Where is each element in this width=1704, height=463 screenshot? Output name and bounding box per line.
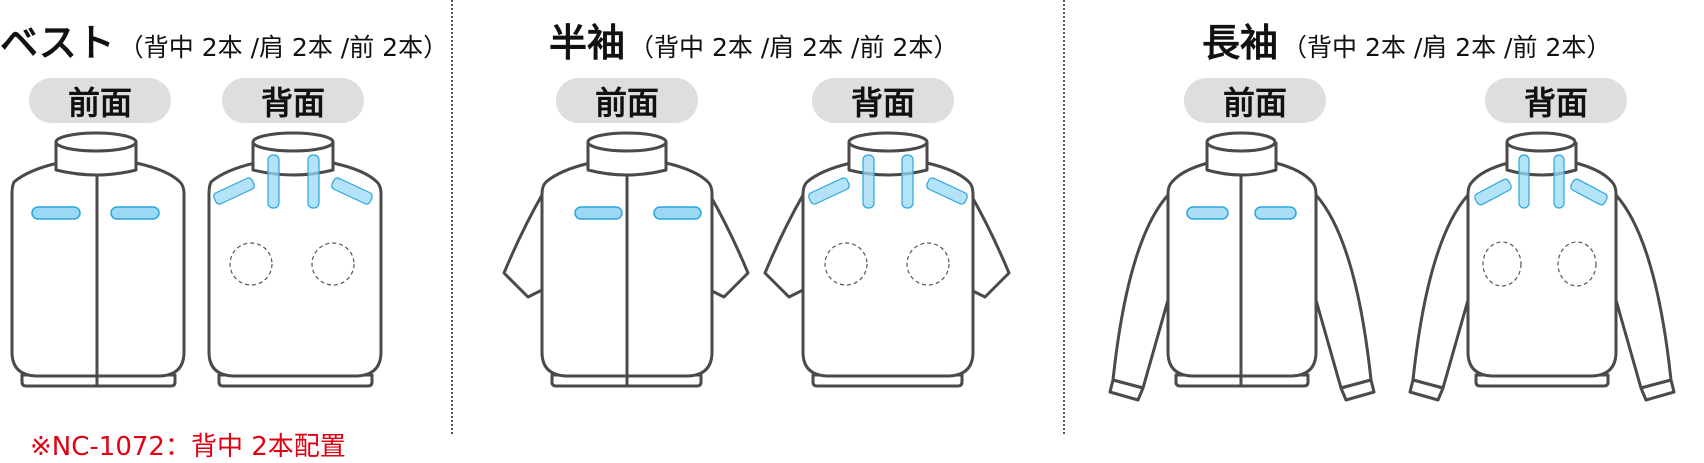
left-cuff [1408,378,1445,402]
section-title: 半袖 （背中 2本 /肩 2本 /前 2本） [549,12,958,67]
left-sleeve [763,194,805,299]
section-title: 長袖 （背中 2本 /肩 2本 /前 2本） [1202,12,1611,67]
vertical-cooling-tube-icon [1553,154,1565,209]
vest-back-illustration [207,131,383,388]
cooling-pad-icon [574,206,623,220]
angled-cooling-pad-icon [1474,178,1512,206]
dashed-fan-circle-icon [1557,241,1597,287]
front-label-pill: 前面 [1184,78,1326,123]
dashed-fan-circle-icon [311,242,355,286]
collar-top [54,131,138,153]
angled-cooling-pad-icon [808,177,850,205]
section-vest: ベスト （背中 2本 /肩 2本 /前 2本） 前面 背面 [0,0,450,462]
short-sleeve-front-illustration [502,131,750,388]
vertical-cooling-tube-icon [901,154,914,209]
vest-front-illustration [10,131,186,388]
right-sleeve [1614,194,1673,390]
angled-cooling-pad-icon [1570,178,1608,206]
title-subtitle: （背中 2本 /肩 2本 /前 2本） [629,33,959,62]
right-sleeve [969,194,1011,299]
section-divider [1063,0,1065,434]
left-sleeve [1111,194,1170,390]
collar-top [251,131,335,153]
back-label-pill: 背面 [1485,78,1627,123]
vertical-cooling-tube-icon [1518,154,1530,209]
jacket-body [1466,161,1618,378]
title-main: 半袖 [549,21,626,65]
collar-top [847,131,929,153]
short-sleeve-back-illustration [763,131,1011,388]
right-cuff [1639,378,1676,402]
angled-cooling-pad-icon [213,177,255,205]
front-label-pill: 前面 [29,78,171,123]
hem-band [811,373,964,388]
left-sleeve [1411,194,1470,390]
dashed-fan-circle-icon [824,242,868,286]
collar-top [1205,131,1277,153]
title-main: ベスト [0,21,115,65]
collar-top [586,131,668,153]
vertical-cooling-tube-icon [862,154,875,209]
cooling-pad-icon [1254,206,1297,220]
front-label-pill: 前面 [556,78,698,123]
model-note: ※NC-1072：背中 2本配置 [30,432,346,462]
vertical-cooling-tube-icon [267,154,280,209]
cooling-pad-icon [653,206,702,220]
angled-cooling-pad-icon [331,177,373,205]
dashed-fan-circle-icon [906,242,950,286]
cooling-pad-icon [1186,206,1229,220]
hem-band [1474,373,1610,388]
dashed-fan-circle-icon [1482,241,1522,287]
collar-top [1505,131,1577,153]
long-sleeve-front-illustration [1108,131,1376,402]
vertical-cooling-tube-icon [307,154,320,209]
cooling-pad-icon [110,206,160,220]
back-label-pill: 背面 [812,78,954,123]
cooling-pad-icon [31,206,81,220]
section-short-sleeve: 半袖 （背中 2本 /肩 2本 /前 2本） 前面 背面 [452,0,1062,458]
left-cuff [1108,378,1145,402]
section-title: ベスト （背中 2本 /肩 2本 /前 2本） [0,12,448,67]
shirt-body [801,161,975,378]
title-main: 長袖 [1202,21,1279,65]
back-label-pill: 背面 [222,78,364,123]
dashed-fan-circle-icon [229,242,273,286]
title-subtitle: （背中 2本 /肩 2本 /前 2本） [118,33,449,62]
hem-band [217,373,374,388]
vest-body [207,161,383,378]
left-sleeve [502,194,544,299]
right-sleeve [708,194,750,299]
section-divider [451,0,453,434]
angled-cooling-pad-icon [926,177,968,205]
title-subtitle: （背中 2本 /肩 2本 /前 2本） [1282,33,1612,62]
section-long-sleeve: 長袖 （背中 2本 /肩 2本 /前 2本） 前面 背面 [1065,0,1704,458]
long-sleeve-back-illustration [1408,131,1676,402]
right-cuff [1339,378,1376,402]
right-sleeve [1314,194,1373,390]
